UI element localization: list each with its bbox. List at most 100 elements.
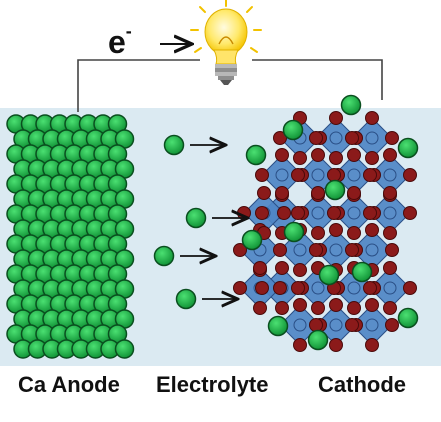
anion (383, 186, 397, 200)
central-cation (311, 206, 325, 220)
anion (385, 318, 399, 332)
intercalated-ca-ion (324, 179, 346, 201)
anion (311, 186, 325, 200)
anion (403, 281, 417, 295)
anion (309, 318, 323, 332)
anion (365, 223, 379, 237)
ca-ion (163, 134, 185, 156)
central-cation (329, 318, 343, 332)
anion (365, 298, 379, 312)
anion (291, 168, 305, 182)
anion (385, 243, 399, 257)
anion (273, 243, 287, 257)
intercalated-ca-ion (318, 264, 340, 286)
anion (363, 168, 377, 182)
anode-label: Ca Anode (18, 372, 120, 397)
anion (383, 148, 397, 162)
central-cation (275, 168, 289, 182)
anion (273, 281, 287, 295)
anion (233, 281, 247, 295)
central-cation (293, 243, 307, 257)
anion (329, 223, 343, 237)
anion (309, 243, 323, 257)
anion (363, 281, 377, 295)
anion (347, 301, 361, 315)
ca-ion (175, 288, 197, 310)
anion (383, 301, 397, 315)
anion (277, 206, 291, 220)
central-cation (365, 243, 379, 257)
central-cation (311, 281, 325, 295)
central-cation (365, 318, 379, 332)
intercalated-ca-ion (397, 307, 419, 329)
anion (383, 261, 397, 275)
anion (347, 226, 361, 240)
anion (329, 338, 343, 352)
central-cation (347, 206, 361, 220)
central-cation (347, 281, 361, 295)
anion (257, 186, 271, 200)
anion (329, 298, 343, 312)
ca-anode-spheres (6, 114, 135, 359)
anion (275, 186, 289, 200)
electron-label: e- (108, 21, 132, 61)
anion (311, 301, 325, 315)
electrolyte-label: Electrolyte (156, 372, 269, 397)
anion (403, 206, 417, 220)
anion (327, 168, 341, 182)
anion (345, 131, 359, 145)
migrating-ca-ions (153, 134, 247, 310)
anion (365, 151, 379, 165)
anion (273, 131, 287, 145)
cathode-structure (233, 94, 419, 352)
intercalated-ca-ion (397, 137, 419, 159)
external-wire (77, 59, 383, 112)
anion (275, 261, 289, 275)
light-bulb-icon (190, 0, 262, 85)
intercalated-ca-ion (241, 229, 263, 251)
anion (347, 186, 361, 200)
anion (291, 206, 305, 220)
anion (233, 243, 247, 257)
central-cation (329, 243, 343, 257)
central-cation (383, 206, 397, 220)
ca-ion (185, 207, 207, 229)
central-cation (311, 168, 325, 182)
intercalated-ca-ion (267, 315, 289, 337)
anion (311, 148, 325, 162)
anion (275, 301, 289, 315)
intercalated-ca-ion (340, 94, 362, 116)
anion (293, 151, 307, 165)
anion (347, 148, 361, 162)
cathode-label: Cathode (318, 372, 406, 397)
electron-charge: - (125, 21, 132, 42)
anion (293, 263, 307, 277)
anion (365, 338, 379, 352)
anion (383, 226, 397, 240)
anion (329, 111, 343, 125)
central-cation (365, 131, 379, 145)
ca-atom (114, 339, 135, 359)
anion (309, 131, 323, 145)
central-cation (347, 168, 361, 182)
anion (253, 301, 267, 315)
anion (253, 261, 267, 275)
anion (293, 338, 307, 352)
anion (403, 168, 417, 182)
anion (327, 206, 341, 220)
central-cation (329, 131, 343, 145)
intercalated-ca-ion (307, 329, 329, 351)
central-cation (293, 318, 307, 332)
central-cation (383, 281, 397, 295)
anion (255, 206, 269, 220)
electron-symbol: e (108, 24, 126, 60)
anion (385, 131, 399, 145)
anion (311, 226, 325, 240)
intercalated-ca-ion (245, 144, 267, 166)
anion (293, 298, 307, 312)
anion (363, 206, 377, 220)
anion (291, 281, 305, 295)
anion (275, 148, 289, 162)
intercalated-ca-ion (351, 261, 373, 283)
